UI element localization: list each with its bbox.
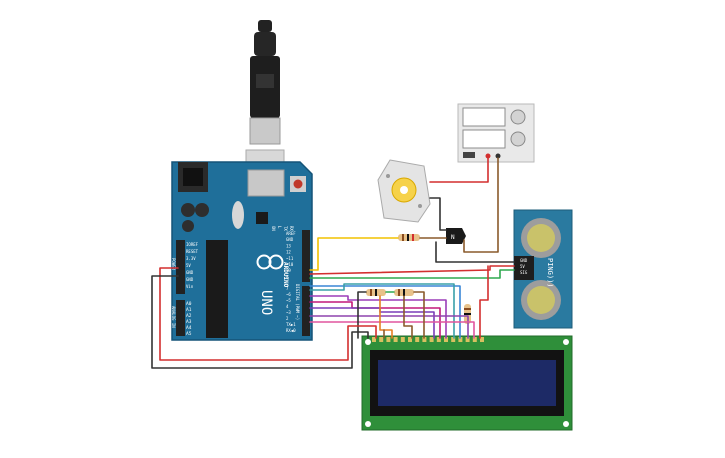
sensor-pin-label: GND bbox=[520, 258, 528, 263]
arduino-model: UNO bbox=[258, 290, 274, 315]
dc-motor bbox=[377, 159, 431, 223]
sensor-pin-label: SIG bbox=[520, 270, 528, 275]
power-pin-label: RESET bbox=[186, 249, 199, 254]
power-pin-label: 5V bbox=[186, 263, 191, 268]
arduino-led-on: ON bbox=[271, 226, 276, 231]
sensor-pin-label: 5V bbox=[520, 264, 525, 269]
lcd-pin bbox=[422, 337, 427, 342]
wire-pin9-resistor bbox=[309, 237, 399, 271]
digital-pin-label: ~11 bbox=[286, 256, 294, 261]
digital-pin-label: 7 bbox=[286, 286, 289, 291]
wire-res-b bbox=[357, 291, 367, 339]
arduino-brand: ARDUINO bbox=[282, 262, 289, 288]
lcd-pin bbox=[372, 337, 376, 342]
power-pin-labels: IOREF RESET 3.3V 5V GND GND Vin bbox=[186, 242, 199, 289]
lcd-pin bbox=[400, 337, 405, 342]
lcd-pin bbox=[444, 337, 448, 342]
arduino-board bbox=[171, 161, 313, 341]
digital-pin-label: 13 bbox=[286, 243, 291, 248]
lcd-pin bbox=[379, 337, 384, 342]
wire-lcd-purple-2 bbox=[309, 307, 435, 339]
lcd-display bbox=[361, 335, 573, 431]
digital-pin-label: RX◀0 bbox=[286, 328, 296, 333]
lcd-pin bbox=[451, 337, 456, 342]
power-pin-label: GND bbox=[186, 277, 194, 282]
arduino-led-l: L bbox=[277, 226, 282, 229]
power-pin-label: IOREF bbox=[186, 242, 199, 247]
transistor bbox=[446, 228, 466, 244]
wire-lcd-blue bbox=[309, 285, 461, 339]
digital-pin-label: 12 bbox=[286, 250, 291, 255]
analog-pin-label: A0 bbox=[186, 301, 192, 307]
analog-pin-label: A4 bbox=[186, 325, 192, 331]
lcd-pin-header bbox=[372, 337, 484, 342]
wire-lcd-violet bbox=[309, 315, 469, 339]
wire-lcd-pink bbox=[309, 321, 475, 339]
digital-pin-label: ~5 bbox=[286, 298, 291, 303]
analog-pin-label: A1 bbox=[186, 307, 192, 313]
wire-sensor-signal bbox=[309, 269, 515, 279]
digital-pin-label: 2 bbox=[286, 316, 289, 321]
analog-pin-label: A2 bbox=[186, 313, 192, 319]
digital-pin-label: ~6 bbox=[286, 292, 291, 297]
digital-pin-label: ~10 bbox=[286, 262, 294, 267]
resistor-lcd-3 bbox=[464, 304, 471, 324]
lcd-pin bbox=[472, 337, 477, 342]
digital-pin-label: ~9 bbox=[286, 268, 291, 273]
lcd-pin bbox=[436, 337, 441, 342]
wire-res-e bbox=[403, 295, 413, 339]
sensor-name: PING))) bbox=[546, 258, 554, 288]
lcd-pin bbox=[393, 337, 398, 342]
digital-pin-label: ~3 bbox=[286, 310, 291, 315]
lcd-pin bbox=[415, 337, 420, 342]
arduino-power-label: POWER bbox=[171, 258, 176, 271]
digital-pin-label: 8 bbox=[286, 274, 289, 279]
wire-transistor-ground bbox=[435, 241, 515, 263]
digital-pin-label: GND bbox=[286, 237, 294, 242]
arduino-tx: TX bbox=[283, 226, 288, 231]
digital-pin-label: TX▶1 bbox=[286, 322, 296, 327]
digital-pin-label: AREF bbox=[286, 231, 296, 236]
digital-pin-label: 4 bbox=[286, 304, 289, 309]
transistor-label: N bbox=[451, 234, 455, 241]
wire-motor-transistor bbox=[429, 197, 447, 231]
wire-res-d bbox=[379, 295, 393, 339]
wire-lcd-teal bbox=[309, 283, 455, 339]
wire-supply-ground bbox=[463, 157, 499, 253]
wire-lcd-purple bbox=[309, 295, 447, 339]
power-pin-label: GND bbox=[186, 270, 194, 275]
power-pin-label: Vin bbox=[186, 284, 194, 289]
power-pin-label: 3.3V bbox=[186, 256, 196, 261]
arduino-analog-label: ANALOG IN bbox=[171, 306, 176, 328]
lcd-pin bbox=[386, 337, 391, 342]
wire-supply-positive bbox=[429, 157, 489, 183]
wire-arduino-gnd-lcd bbox=[151, 275, 369, 369]
resistor-lcd-2 bbox=[394, 289, 414, 296]
resistor-lcd-1 bbox=[366, 289, 386, 296]
wire-lcd-backlight bbox=[479, 265, 489, 339]
lcd-pin bbox=[465, 337, 470, 342]
wire-res-c bbox=[413, 291, 425, 339]
lcd-pin bbox=[458, 337, 463, 342]
arduino-rx: RX bbox=[289, 226, 294, 231]
wire-arduino-5v-lcd bbox=[159, 267, 377, 361]
arduino-digital-label: DIGITAL (PWM ~) bbox=[295, 284, 300, 320]
power-supply bbox=[457, 103, 535, 163]
ultrasonic-sensor bbox=[513, 209, 573, 329]
resistor-motor bbox=[398, 234, 420, 241]
wire-sensor-5v bbox=[309, 265, 515, 275]
lcd-pin bbox=[480, 337, 484, 342]
analog-pin-label: A5 bbox=[186, 331, 192, 337]
analog-pin-label: A3 bbox=[186, 319, 192, 325]
lcd-pin bbox=[429, 337, 434, 342]
lcd-pin bbox=[408, 337, 412, 342]
